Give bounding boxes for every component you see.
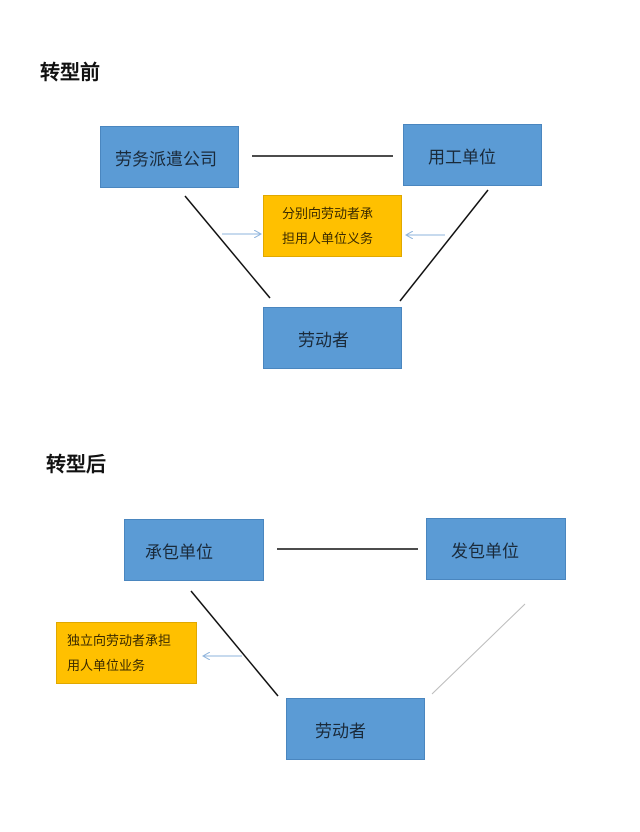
- before-note-line1: 分别向劳动者承: [282, 207, 374, 222]
- contractor-box: 承包单位: [124, 519, 264, 581]
- after-title: 转型后: [46, 452, 106, 476]
- before-title: 转型前: [40, 60, 100, 84]
- after-obligation-note: 独立向劳动者承担 用人单位业务: [56, 622, 197, 684]
- before-obligation-note: 分别向劳动者承 担用人单位义务: [263, 195, 402, 257]
- after-worker-box: 劳动者: [286, 698, 425, 760]
- before-line-unit-worker: [399, 189, 489, 302]
- labor-dispatch-company-box: 劳务派遣公司: [100, 126, 239, 188]
- after-note-line1: 独立向劳动者承担: [67, 634, 172, 649]
- before-note-line2: 担用人单位义务: [282, 232, 374, 247]
- client-box: 发包单位: [426, 518, 566, 580]
- employing-unit-box: 用工单位: [403, 124, 542, 186]
- after-line-contractor-worker: [190, 590, 279, 697]
- after-line-client-worker: [431, 603, 526, 695]
- before-line-company-worker: [184, 195, 271, 299]
- before-worker-box: 劳动者: [263, 307, 402, 369]
- after-note-line2: 用人单位业务: [67, 659, 146, 674]
